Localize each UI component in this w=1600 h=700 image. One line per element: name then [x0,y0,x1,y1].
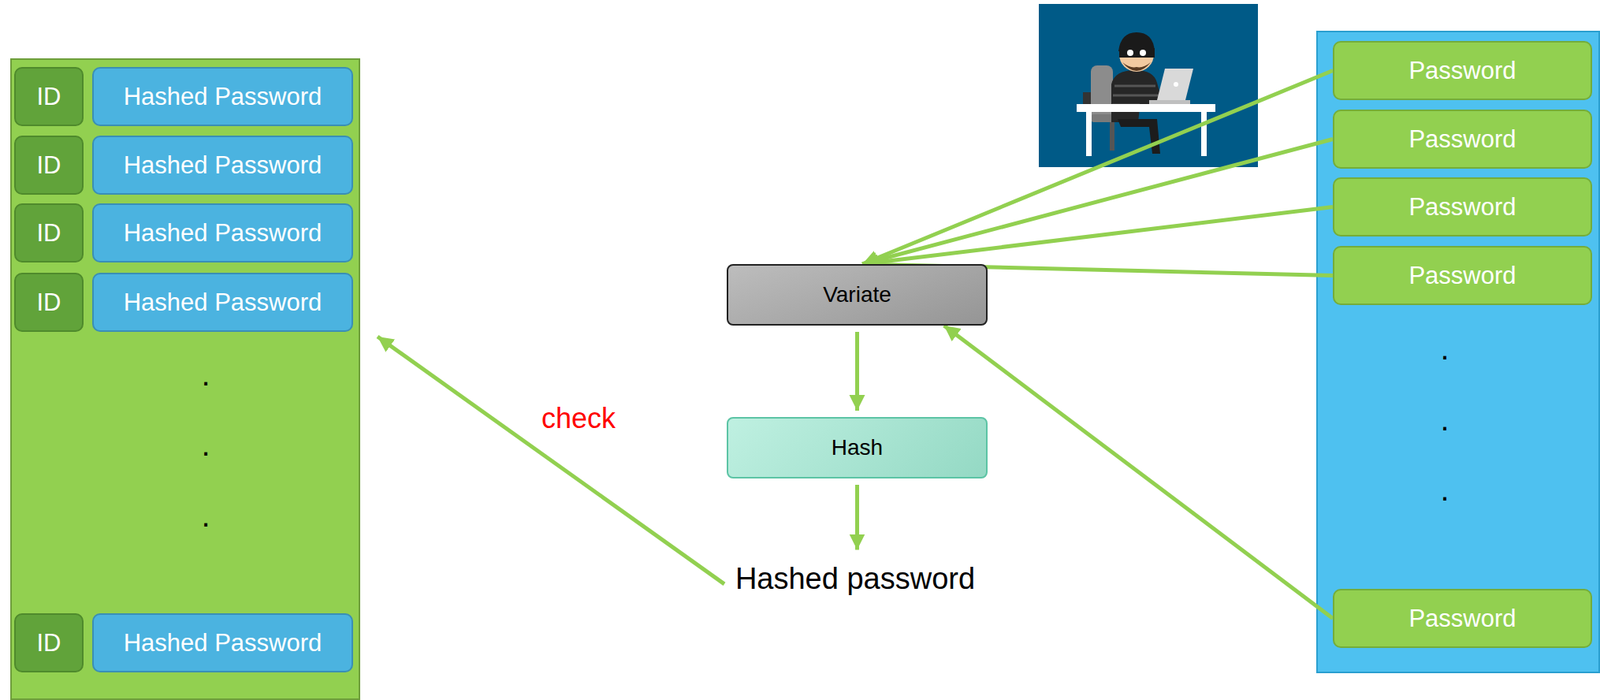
hacker-eye [1127,49,1134,56]
node-text: ID [37,82,62,112]
node-text: ID [37,628,62,658]
flow-arrow [377,336,725,585]
hacker-mask [1119,48,1155,58]
flow-arrow [862,139,1333,265]
node-text: ID [37,219,62,248]
node-text: Hashed Password [123,151,323,180]
desk-leg [1201,111,1207,157]
flow-arrow [944,325,1333,619]
hacker-body [1111,70,1164,123]
hashed-password-box: Hashed Password [92,272,354,332]
node-text: Hashed Password [123,628,323,658]
node-text: Password [1408,261,1516,291]
node-text: ID [37,288,62,317]
laptop-logo [1173,81,1179,87]
node-text: Password [1408,604,1516,633]
laptop-screen [1157,68,1194,101]
node-text: Password [1408,56,1516,86]
password-box: Password [1332,588,1593,648]
process-box: Variate [726,264,988,326]
id-box: ID [14,613,84,673]
illustration-ground [1038,3,1258,168]
hashed-password-box: Hashed Password [92,135,354,195]
ellipsis-dot: . [1440,473,1449,506]
hashed-password-box: Hashed Password [92,613,354,673]
ellipsis-dot: . [200,358,210,391]
password-box: Password [1332,40,1593,101]
ellipsis-dot: . [1440,332,1449,365]
ellipsis-dot: . [200,499,210,532]
edge-label: check [541,402,616,435]
desk-leg [1086,111,1092,157]
flow-arrow [855,484,860,551]
node-text: Password [1408,193,1516,222]
ellipsis-dot: . [1440,403,1449,436]
password-box: Password [1332,177,1593,237]
hacker-eye [1139,49,1147,56]
hashed-password-box: Hashed Password [92,66,354,127]
node-text: Hashed Password [123,82,323,112]
id-box: ID [14,203,84,263]
password-box: Password [1332,109,1593,169]
password-box: Password [1332,245,1593,306]
database-panel: IDHashed PasswordIDHashed PasswordIDHash… [10,58,361,700]
desk-top [1076,104,1216,112]
node-text: Variate [822,282,892,308]
output-text: Hashed password [721,556,990,602]
node-text: Hashed password [735,561,975,596]
node-text: Password [1408,125,1516,154]
id-box: ID [14,66,84,127]
flow-arrow [862,70,1333,265]
node-text: Hash [831,435,883,461]
dictionary-panel: PasswordPasswordPasswordPasswordPassword [1316,30,1600,674]
hacker-beard [1122,62,1151,71]
ellipsis-dot: . [200,428,210,461]
hacker-illustration [1038,3,1258,168]
flow-arrow [855,331,860,411]
id-box: ID [14,272,84,332]
node-text: ID [37,151,62,180]
laptop-base [1149,100,1191,105]
flow-arrow [862,207,1333,265]
chair-post [1109,122,1115,151]
node-text: Hashed Password [123,219,323,248]
id-box: ID [14,135,84,195]
coffee-cup [1082,92,1091,105]
process-box: Hash [726,416,988,479]
chair-back [1090,65,1113,121]
node-text: Hashed Password [123,288,323,317]
hashed-password-box: Hashed Password [92,203,354,263]
